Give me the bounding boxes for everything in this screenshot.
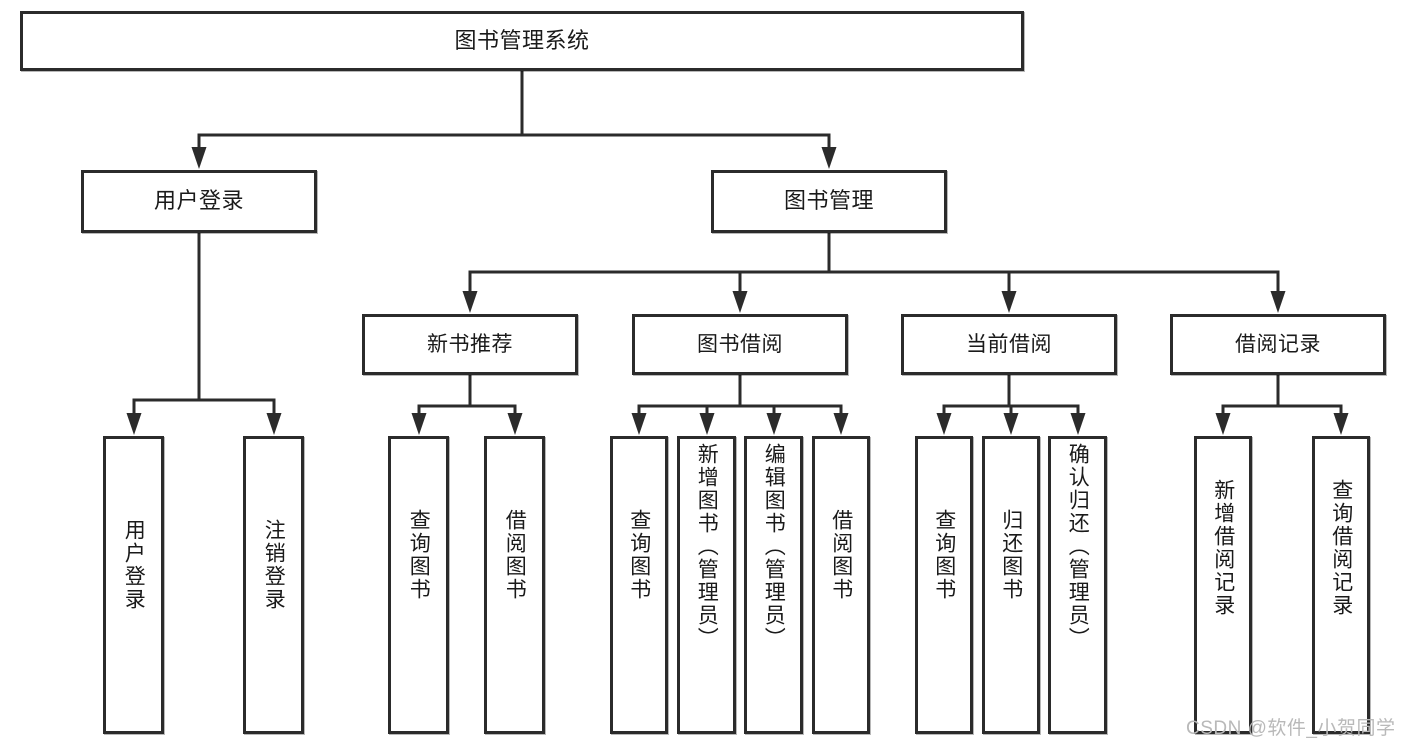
arrow-head-leaf-borrow-book-1 xyxy=(507,413,523,435)
node-leaf-query-book-2[interactable]: 查询图书 xyxy=(610,436,668,734)
node-leaf-user-login[interactable]: 用户登录 xyxy=(103,436,164,734)
node-label-book-manage: 图书管理 xyxy=(783,188,874,214)
node-label-root: 图书管理系统 xyxy=(454,27,590,53)
arrow-head-leaf-return-book xyxy=(1003,413,1019,435)
node-leaf-edit-book-admin[interactable]: 编辑图书（管理员） xyxy=(744,436,803,734)
node-label-user-login: 用户登录 xyxy=(153,188,244,214)
csdn-watermark: CSDN @软件_小贺同学 xyxy=(1186,718,1396,739)
arrow-head-leaf-logout-login xyxy=(266,413,282,435)
node-label-current-borrow: 当前借阅 xyxy=(966,332,1052,356)
node-label-leaf-logout-login: 注销登录 xyxy=(262,519,286,611)
node-label-borrow-record: 借阅记录 xyxy=(1235,332,1321,356)
node-label-leaf-edit-book-admin: 编辑图书（管理员） xyxy=(762,443,786,650)
node-label-leaf-add-borrow-record: 新增借阅记录 xyxy=(1211,479,1235,617)
node-label-leaf-user-login: 用户登录 xyxy=(122,519,146,611)
node-leaf-add-book-admin[interactable]: 新增图书（管理员） xyxy=(677,436,736,734)
node-book-borrow[interactable]: 图书借阅 xyxy=(632,314,848,375)
node-current-borrow[interactable]: 当前借阅 xyxy=(901,314,1117,375)
node-leaf-logout-login[interactable]: 注销登录 xyxy=(243,436,304,734)
node-leaf-query-book-3[interactable]: 查询图书 xyxy=(915,436,973,734)
arrow-head-new-book-rec xyxy=(462,291,478,313)
arrow-head-leaf-query-book-3 xyxy=(936,413,952,435)
arrow-head-leaf-user-login xyxy=(126,413,142,435)
node-label-leaf-borrow-book-2: 借阅图书 xyxy=(829,509,853,601)
arrow-head-leaf-query-book-1 xyxy=(411,413,427,435)
node-leaf-query-book-1[interactable]: 查询图书 xyxy=(388,436,449,734)
node-label-book-borrow: 图书借阅 xyxy=(697,332,783,356)
node-new-book-rec[interactable]: 新书推荐 xyxy=(362,314,578,375)
node-leaf-confirm-return-admin[interactable]: 确认归还（管理员） xyxy=(1048,436,1107,734)
arrow-head-book-borrow xyxy=(732,291,748,313)
node-label-leaf-query-book-2: 查询图书 xyxy=(627,509,651,601)
arrow-head-current-borrow xyxy=(1001,291,1017,313)
arrow-head-user-login xyxy=(191,147,207,169)
node-label-leaf-return-book: 归还图书 xyxy=(999,509,1023,601)
arrow-head-leaf-add-book-admin xyxy=(699,413,715,435)
arrow-head-leaf-edit-book-admin xyxy=(766,413,782,435)
node-leaf-add-borrow-record[interactable]: 新增借阅记录 xyxy=(1194,436,1252,734)
arrow-head-leaf-borrow-book-2 xyxy=(833,413,849,435)
node-label-leaf-confirm-return-admin: 确认归还（管理员） xyxy=(1066,443,1090,650)
arrow-head-leaf-query-book-2 xyxy=(631,413,647,435)
node-leaf-query-borrow-record[interactable]: 查询借阅记录 xyxy=(1312,436,1370,734)
node-label-leaf-borrow-book-1: 借阅图书 xyxy=(503,509,527,601)
node-leaf-borrow-book-1[interactable]: 借阅图书 xyxy=(484,436,545,734)
node-book-manage[interactable]: 图书管理 xyxy=(711,170,947,233)
node-leaf-return-book[interactable]: 归还图书 xyxy=(982,436,1040,734)
arrow-head-borrow-record xyxy=(1270,291,1286,313)
node-label-new-book-rec: 新书推荐 xyxy=(427,332,513,356)
node-borrow-record[interactable]: 借阅记录 xyxy=(1170,314,1386,375)
arrow-head-book-manage xyxy=(821,147,837,169)
node-label-leaf-query-book-3: 查询图书 xyxy=(932,509,956,601)
node-label-leaf-query-book-1: 查询图书 xyxy=(407,509,431,601)
node-user-login[interactable]: 用户登录 xyxy=(81,170,317,233)
arrow-head-leaf-add-borrow-record xyxy=(1215,413,1231,435)
node-label-leaf-add-book-admin: 新增图书（管理员） xyxy=(695,443,719,650)
node-label-leaf-query-borrow-record: 查询借阅记录 xyxy=(1329,479,1353,617)
node-leaf-borrow-book-2[interactable]: 借阅图书 xyxy=(812,436,870,734)
arrow-head-leaf-confirm-return-admin xyxy=(1070,413,1086,435)
arrow-head-leaf-query-borrow-record xyxy=(1333,413,1349,435)
node-root[interactable]: 图书管理系统 xyxy=(20,11,1024,71)
